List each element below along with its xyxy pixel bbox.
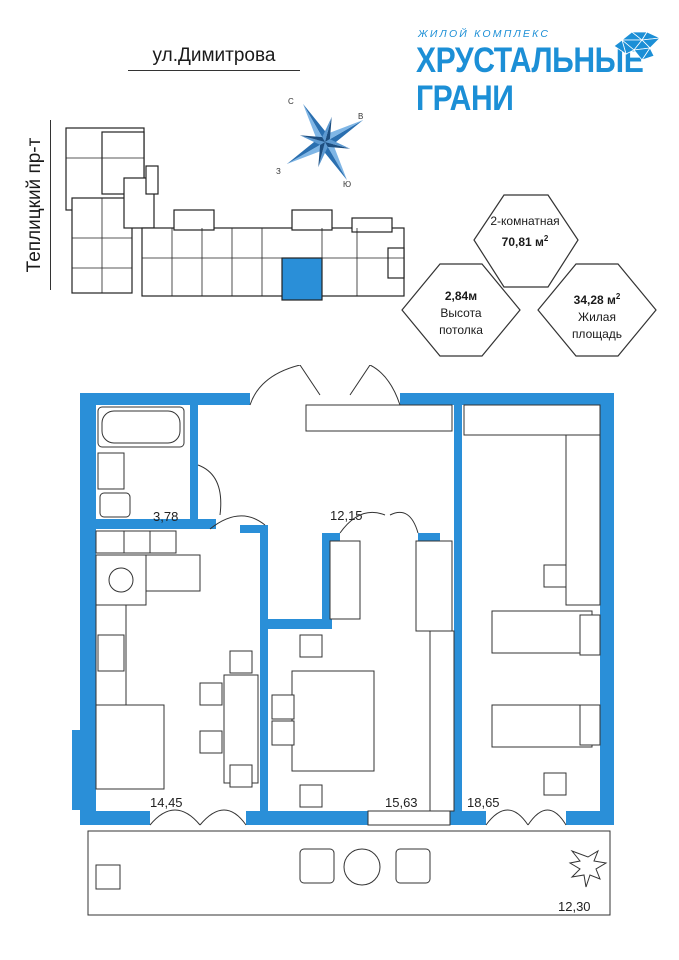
compass-west: З [276, 167, 281, 176]
logo-name-line2: ГРАНИ [416, 79, 514, 118]
compass-east: В [358, 112, 364, 121]
spec-living: 34,28 м2 Жилая площадь [536, 288, 658, 343]
building-site-plan [65, 127, 405, 301]
spec-total-frame [473, 194, 579, 288]
spec-living-value: 34,28 м2 [573, 292, 621, 307]
spec-ceiling-label-1: Высота [440, 306, 482, 320]
highlighted-apartment [281, 257, 323, 301]
spec-ceiling-label-2: потолка [439, 323, 483, 337]
street-label-side-text: Теплицкий пр-т [24, 137, 45, 273]
logo-tagline: ЖИЛОЙ КОМПЛЕКС [418, 28, 551, 40]
room-area-living-room: 18,65 [467, 795, 500, 810]
spec-ceiling-frame [401, 263, 521, 357]
compass-rose-icon [286, 103, 364, 181]
street-label-top: ул.Димитрова [128, 42, 300, 71]
room-area-kitchen: 14,45 [150, 795, 183, 810]
spec-ceiling-value: 2,84м [444, 289, 478, 303]
room-area-bathroom: 3,78 [153, 509, 179, 524]
spec-total-area: 70,81 м2 [501, 234, 549, 249]
spec-total-type: 2-комнатная [490, 214, 560, 228]
spec-living-label-1: Жилая [578, 310, 616, 324]
crystal-logo-icon [613, 31, 662, 61]
room-area-hall: 12,15 [330, 508, 363, 523]
street-label-side: Теплицкий пр-т [20, 120, 51, 290]
spec-ceiling: 2,84м Высота потолка [400, 288, 522, 339]
compass-south: Ю [343, 180, 352, 189]
spec-living-label-2: площадь [571, 327, 623, 341]
logo-name-line1: ХРУСТАЛЬНЫЕ [416, 41, 644, 80]
room-area-bedroom: 15,63 [385, 795, 418, 810]
room-area-loggia: 12,30 [558, 899, 591, 914]
spec-total: 2-комнатная 70,81 м2 [470, 213, 580, 251]
spec-living-frame [537, 263, 657, 357]
compass-north: С [288, 97, 294, 106]
apartment-floor-plan [72, 365, 614, 916]
